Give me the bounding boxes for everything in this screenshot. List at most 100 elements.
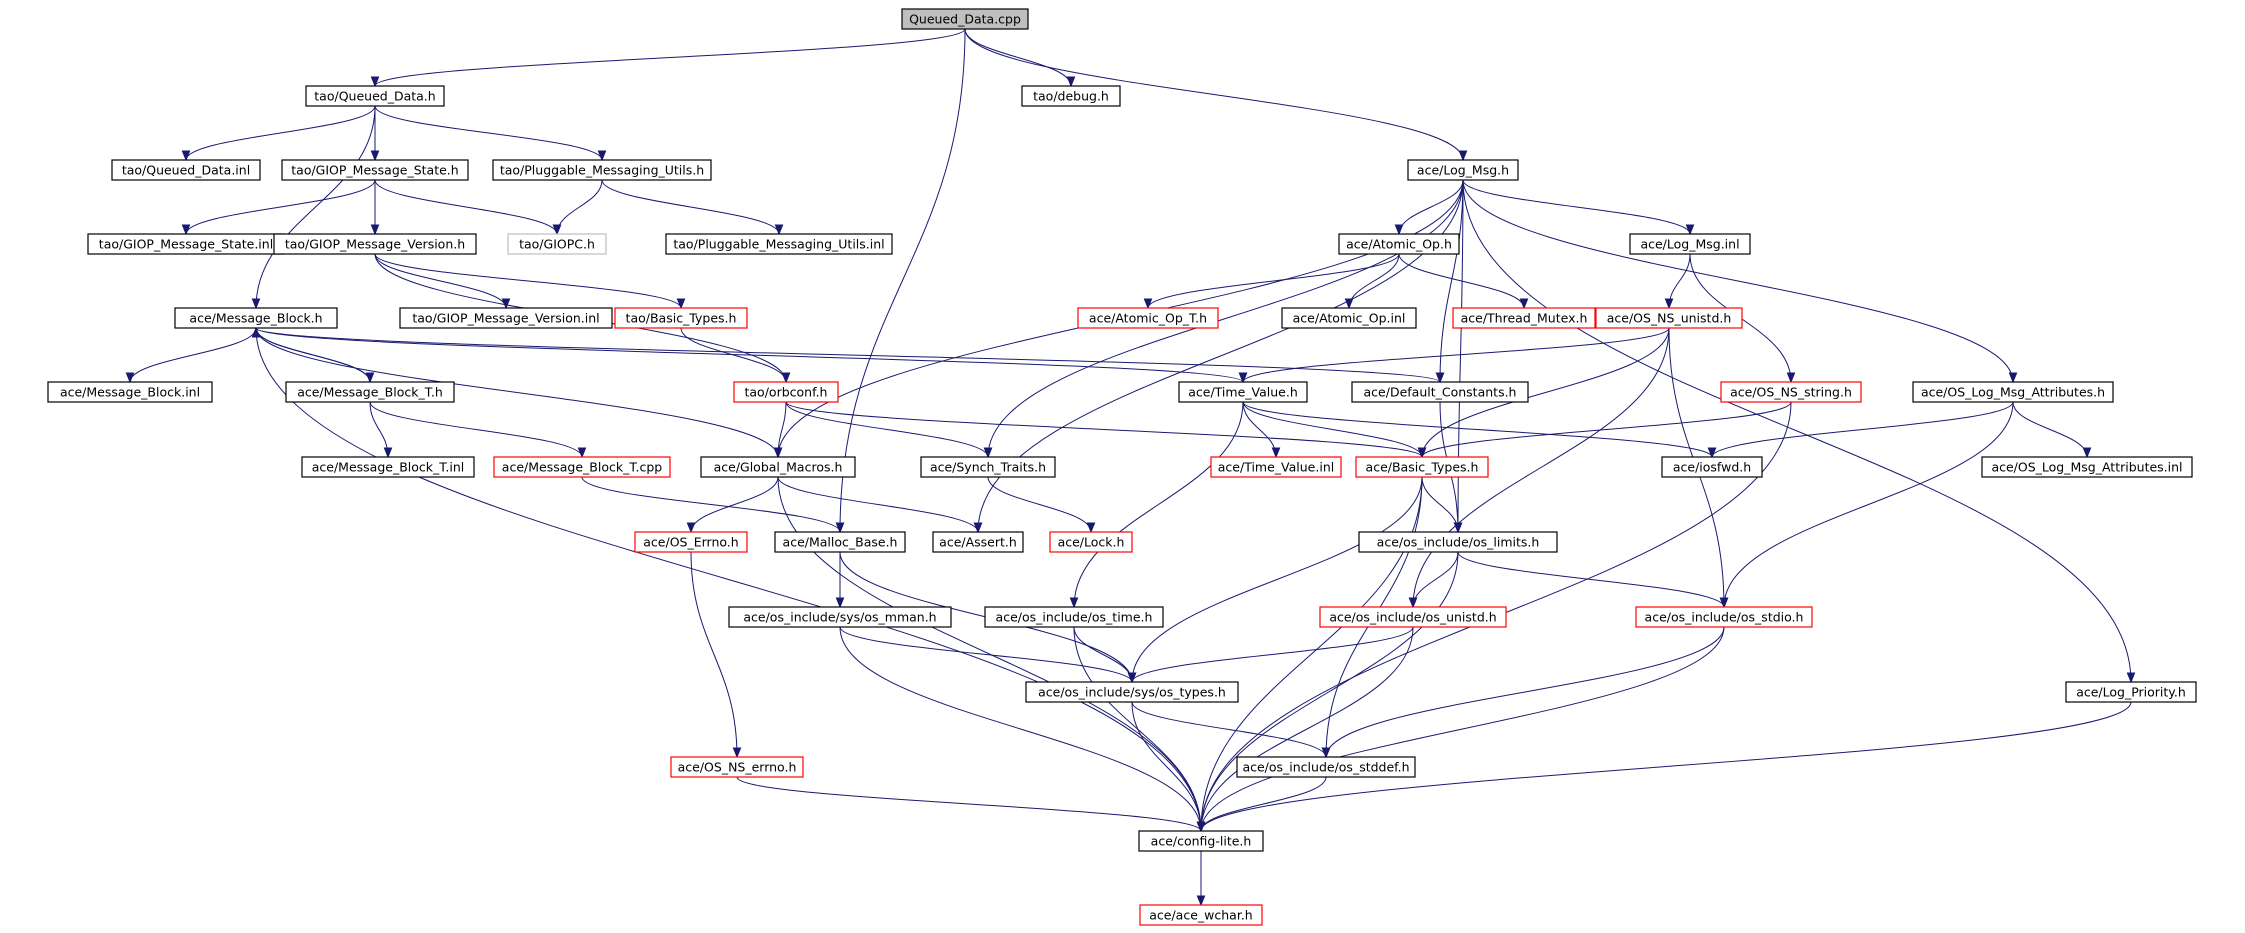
node-tao_pluggable_messaging_utils_inl[interactable]: tao/Pluggable_Messaging_Utils.inl: [665, 233, 893, 255]
node-tao_queued_data_inl[interactable]: tao/Queued_Data.inl: [111, 159, 261, 181]
node-tao_orbconf_h[interactable]: tao/orbconf.h: [733, 381, 839, 403]
node-label: ace/os_include/os_unistd.h: [1329, 610, 1496, 625]
node-ace_os_include_os_stdio_h[interactable]: ace/os_include/os_stdio.h: [1635, 606, 1813, 628]
node-ace_atomic_op_inl[interactable]: ace/Atomic_Op.inl: [1281, 307, 1417, 329]
node-box: [733, 381, 839, 403]
node-box: [1049, 531, 1133, 553]
node-ace_os_include_sys_os_mman_h[interactable]: ace/os_include/sys/os_mman.h: [728, 606, 952, 628]
node-box: [399, 307, 613, 329]
node-tao_queued_data_h[interactable]: tao/Queued_Data.h: [305, 85, 445, 107]
node-label: ace/Message_Block.h: [189, 311, 322, 326]
node-ace_message_block_t_inl[interactable]: ace/Message_Block_T.inl: [301, 456, 475, 478]
node-ace_iosfwd_h[interactable]: ace/iosfwd.h: [1661, 456, 1763, 478]
node-ace_global_macros_h[interactable]: ace/Global_Macros.h: [700, 456, 856, 478]
edge-ace_log_msg_h-to-ace_os_include_os_limits_h: [1453, 179, 1464, 534]
edge-ace_os_ns_errno_h-to-ace_config_lite_h: [736, 776, 1206, 833]
node-ace_os_ns_string_h[interactable]: ace/OS_NS_string.h: [1720, 381, 1862, 403]
node-ace_log_msg_h[interactable]: ace/Log_Msg.h: [1407, 159, 1519, 181]
node-box: [1452, 307, 1596, 329]
node-box: [920, 456, 1056, 478]
node-ace_message_block_t_cpp[interactable]: ace/Message_Block_T.cpp: [493, 456, 671, 478]
node-ace_os_include_os_limits_h[interactable]: ace/os_include/os_limits.h: [1358, 531, 1558, 553]
node-ace_ace_wchar_h[interactable]: ace/ace_wchar.h: [1139, 904, 1263, 926]
node-label: ace/os_include/sys/os_types.h: [1038, 685, 1226, 700]
node-ace_os_log_msg_attributes_h[interactable]: ace/OS_Log_Msg_Attributes.h: [1912, 381, 2114, 403]
node-tao_giop_message_version_inl[interactable]: tao/GIOP_Message_Version.inl: [399, 307, 613, 329]
node-label: ace/Basic_Types.h: [1366, 460, 1479, 475]
node-ace_os_ns_errno_h[interactable]: ace/OS_NS_errno.h: [670, 756, 804, 778]
node-ace_assert_h[interactable]: ace/Assert.h: [932, 531, 1024, 553]
node-ace_os_include_os_stddef_h[interactable]: ace/os_include/os_stddef.h: [1236, 756, 1416, 778]
node-label: tao/GIOP_Message_Version.inl: [412, 311, 599, 326]
node-box: [984, 606, 1164, 628]
node-label: ace/OS_NS_unistd.h: [1607, 311, 1732, 326]
edge-ace_synch_traits_h-to-ace_lock_h: [987, 476, 1096, 534]
node-ace_atomic_op_t_h[interactable]: ace/Atomic_Op_T.h: [1077, 307, 1219, 329]
edge-tao_giop_message_state_h-to-tao_giopc_h: [374, 179, 562, 236]
node-ace_message_block_t_h[interactable]: ace/Message_Block_T.h: [285, 381, 455, 403]
node-label: tao/GIOP_Message_Version.h: [285, 237, 465, 252]
edge-ace_message_block_h-to-ace_time_value_h: [255, 327, 1248, 384]
node-label: ace/OS_Errno.h: [643, 535, 738, 550]
node-label: ace/Global_Macros.h: [714, 460, 843, 475]
node-label: ace/OS_NS_errno.h: [678, 760, 797, 775]
node-tao_debug_h[interactable]: tao/debug.h: [1021, 85, 1121, 107]
node-ace_malloc_base_h[interactable]: ace/Malloc_Base.h: [774, 531, 906, 553]
node-ace_lock_h[interactable]: ace/Lock.h: [1049, 531, 1133, 553]
node-tao_pluggable_messaging_utils_h[interactable]: tao/Pluggable_Messaging_Utils.h: [492, 159, 712, 181]
node-box: [305, 85, 445, 107]
node-box: [301, 456, 475, 478]
node-box: [774, 531, 906, 553]
node-ace_time_value_inl[interactable]: ace/Time_Value.inl: [1210, 456, 1342, 478]
node-label: ace/Message_Block.inl: [60, 385, 200, 400]
node-box: [728, 606, 952, 628]
node-box: [1351, 381, 1529, 403]
node-ace_os_log_msg_attributes_inl[interactable]: ace/OS_Log_Msg_Attributes.inl: [1981, 456, 2193, 478]
edge-ace_os_include_sys_os_mman_h-to-ace_config_lite_h: [839, 626, 1206, 833]
node-label: ace/Default_Constants.h: [1364, 385, 1517, 400]
edge-ace_log_msg_h-to-ace_assert_h: [973, 179, 1464, 534]
edge-ace_message_block_h-to-ace_config_lite_h: [255, 327, 1206, 833]
node-tao_basic_types_h[interactable]: tao/Basic_Types.h: [614, 307, 748, 329]
node-label: ace/os_include/os_stdio.h: [1645, 610, 1804, 625]
node-tao_giop_message_version_h[interactable]: tao/GIOP_Message_Version.h: [273, 233, 477, 255]
node-box: [1138, 830, 1264, 852]
node-ace_log_priority_h[interactable]: ace/Log_Priority.h: [2065, 681, 2197, 703]
node-ace_os_include_sys_os_types_h[interactable]: ace/os_include/sys/os_types.h: [1025, 681, 1239, 703]
node-label: tao/Queued_Data.inl: [122, 163, 250, 178]
node-ace_basic_types_h[interactable]: ace/Basic_Types.h: [1355, 456, 1489, 478]
node-ace_synch_traits_h[interactable]: ace/Synch_Traits.h: [920, 456, 1056, 478]
node-box: [1021, 85, 1121, 107]
node-label: ace/Time_Value.inl: [1218, 460, 1334, 475]
node-ace_message_block_h[interactable]: ace/Message_Block.h: [174, 307, 338, 329]
node-ace_os_include_os_time_h[interactable]: ace/os_include/os_time.h: [984, 606, 1164, 628]
node-label: ace/OS_Log_Msg_Attributes.inl: [1991, 460, 2182, 475]
node-ace_log_msg_inl[interactable]: ace/Log_Msg.inl: [1629, 233, 1751, 255]
edge-ace_log_msg_inl-to-ace_os_ns_unistd_h: [1664, 253, 1691, 310]
node-queued_data_cpp[interactable]: Queued_Data.cpp: [901, 8, 1029, 30]
node-ace_message_block_inl[interactable]: ace/Message_Block.inl: [47, 381, 213, 403]
node-label: tao/debug.h: [1033, 89, 1109, 104]
node-ace_os_errno_h[interactable]: ace/OS_Errno.h: [634, 531, 748, 553]
edge-ace_os_include_os_stddef_h-to-ace_config_lite_h: [1196, 776, 1327, 833]
node-box: [47, 381, 213, 403]
node-box: [1720, 381, 1862, 403]
node-box: [614, 307, 748, 329]
edge-tao_queued_data_h-to-tao_queued_data_inl: [181, 105, 376, 162]
node-label: ace/os_include/os_time.h: [996, 610, 1153, 625]
node-tao_giop_message_state_inl[interactable]: tao/GIOP_Message_State.inl: [87, 233, 285, 255]
node-label: ace/Message_Block_T.h: [297, 385, 443, 400]
node-ace_default_constants_h[interactable]: ace/Default_Constants.h: [1351, 381, 1529, 403]
node-ace_time_value_h[interactable]: ace/Time_Value.h: [1178, 381, 1308, 403]
node-ace_os_include_os_unistd_h[interactable]: ace/os_include/os_unistd.h: [1319, 606, 1507, 628]
edge-tao_pluggable_messaging_utils_h-to-tao_giopc_h: [552, 179, 603, 236]
node-label: ace/os_include/os_limits.h: [1377, 535, 1540, 550]
node-ace_thread_mutex_h[interactable]: ace/Thread_Mutex.h: [1452, 307, 1596, 329]
edge-ace_log_msg_h-to-ace_log_msg_inl: [1462, 179, 1695, 236]
node-ace_os_ns_unistd_h[interactable]: ace/OS_NS_unistd.h: [1595, 307, 1743, 329]
edge-tao_giop_message_state_h-to-tao_giop_message_version_h: [370, 180, 380, 236]
node-ace_config_lite_h[interactable]: ace/config-lite.h: [1138, 830, 1264, 852]
node-tao_giop_message_state_h[interactable]: tao/GIOP_Message_State.h: [281, 159, 469, 181]
node-box: [1595, 307, 1743, 329]
node-ace_atomic_op_h[interactable]: ace/Atomic_Op.h: [1338, 233, 1460, 255]
